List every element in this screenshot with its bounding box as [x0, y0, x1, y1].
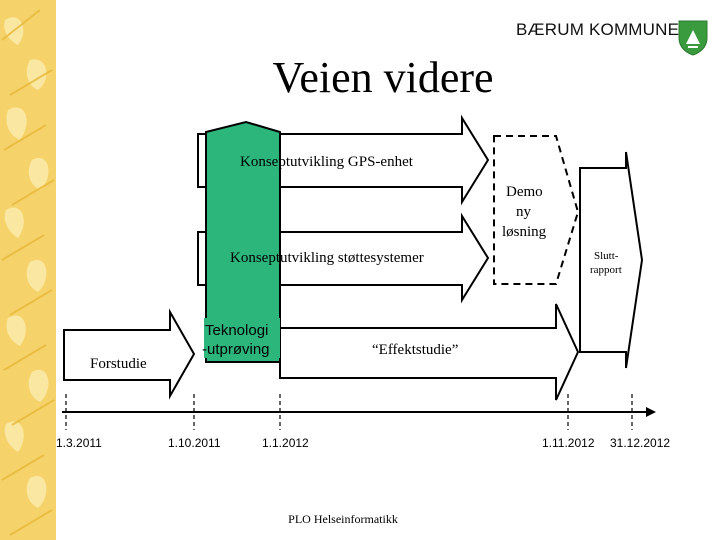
shield-icon [678, 20, 708, 56]
effect-phase-arrow [279, 303, 580, 401]
final-report-arrow [579, 151, 644, 369]
timeline-ticks [65, 394, 633, 430]
timeline-date-4: 1.11.2012 [542, 436, 595, 450]
leaf-pattern-decoration [0, 0, 56, 540]
demo-label-line3: løsning [502, 224, 547, 240]
timeline-date-2: 1.10.2011 [168, 436, 221, 450]
footer-text: PLO Helseinformatikk [288, 512, 398, 526]
demo-phase-chevron [493, 135, 580, 285]
effect-phase-label: “Effektstudie” [372, 342, 459, 358]
gps-phase-label: Konseptutvikling GPS-enhet [240, 154, 413, 170]
final-report-label-line1: Slutt- [594, 250, 619, 262]
timeline-date-3: 1.1.2012 [262, 436, 309, 450]
support-phase-label: Konseptutvikling støttesystemer [230, 250, 424, 266]
organization-name: BÆRUM KOMMUNE [516, 20, 680, 39]
tech-testing-label-box [204, 318, 280, 358]
final-report-label-line2: rapport [590, 264, 622, 276]
tech-phase-label-line1: Teknologi [205, 322, 269, 339]
prestudy-phase-label: Forstudie [90, 356, 147, 372]
demo-label-line2: ny [516, 204, 531, 220]
prestudy-phase-arrow [63, 308, 196, 400]
tech-phase-label-line2: -utprøving [202, 341, 270, 358]
timeline-date-5: 31.12.2012 [610, 436, 671, 450]
timeline-arrowhead [646, 407, 656, 417]
timeline-date-1: 1.3.2011 [56, 436, 102, 450]
page-title: Veien videre [272, 53, 494, 102]
demo-label-line1: Demo [506, 184, 543, 200]
